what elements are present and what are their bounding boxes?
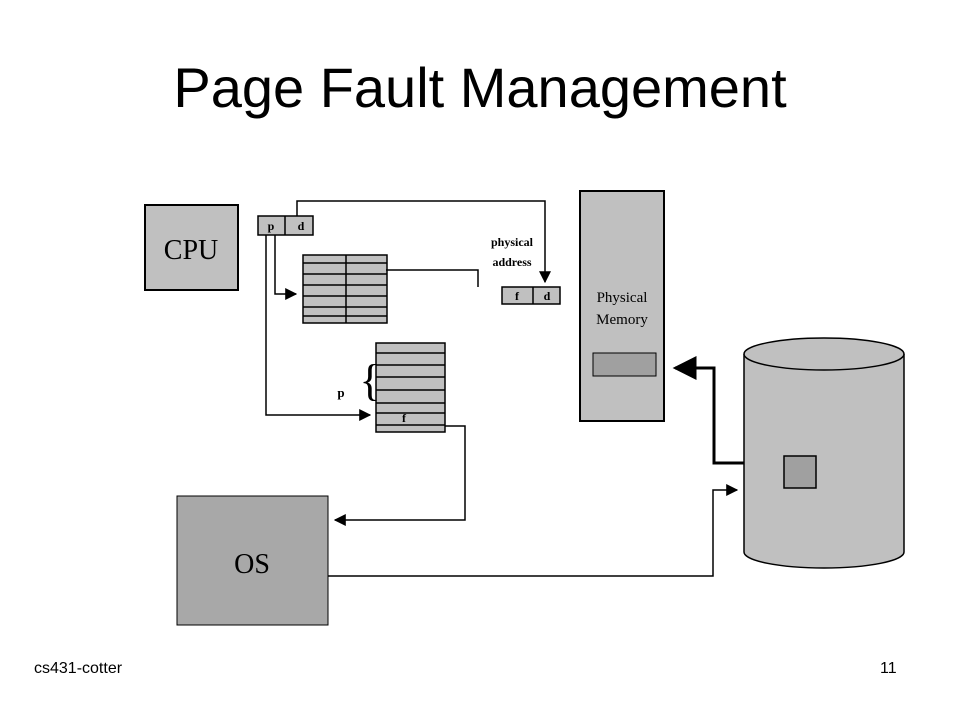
page-index-brace: { p [337, 356, 380, 405]
page-table: f [375, 342, 446, 433]
svg-text:{: { [359, 356, 380, 405]
arrow-page-to-tlb [274, 235, 298, 300]
logical-page-label: p [268, 219, 275, 233]
arrow-tlb-to-frame [386, 269, 479, 287]
memory-frame [592, 352, 657, 377]
arrow-page-to-pagetable [265, 235, 372, 421]
physical-address-label-line1: physical [491, 235, 534, 249]
physical-address: f d [501, 286, 561, 305]
physical-memory-label-line2: Memory [596, 312, 648, 328]
physical-memory-label-line1: Physical [597, 290, 648, 306]
logical-offset-label: d [298, 219, 305, 233]
physical-frame-label: f [515, 289, 520, 303]
arrow-disk-to-memory [672, 356, 744, 465]
tlb-table [302, 254, 388, 324]
footer-course: cs431-cotter [34, 660, 123, 677]
disk-page [783, 455, 817, 489]
footer-page-number: 11 [880, 660, 897, 677]
arrow-trap-to-os [333, 425, 466, 526]
cpu-box: CPU [144, 204, 239, 291]
cpu-label: CPU [164, 235, 218, 266]
page-index-label: p [337, 385, 344, 400]
logical-address: p d [257, 215, 314, 236]
physical-offset-label: d [544, 289, 551, 303]
disk [743, 337, 905, 569]
page-table-frame-label: f [402, 411, 407, 425]
physical-memory: Physical Memory [579, 190, 665, 422]
slide-title: Page Fault Management [173, 56, 787, 119]
os-box: OS [176, 495, 329, 626]
os-label: OS [234, 549, 270, 580]
physical-address-label-line2: address [492, 255, 531, 269]
arrow-os-to-disk [328, 484, 739, 577]
arrow-offset-to-physical [296, 200, 551, 284]
